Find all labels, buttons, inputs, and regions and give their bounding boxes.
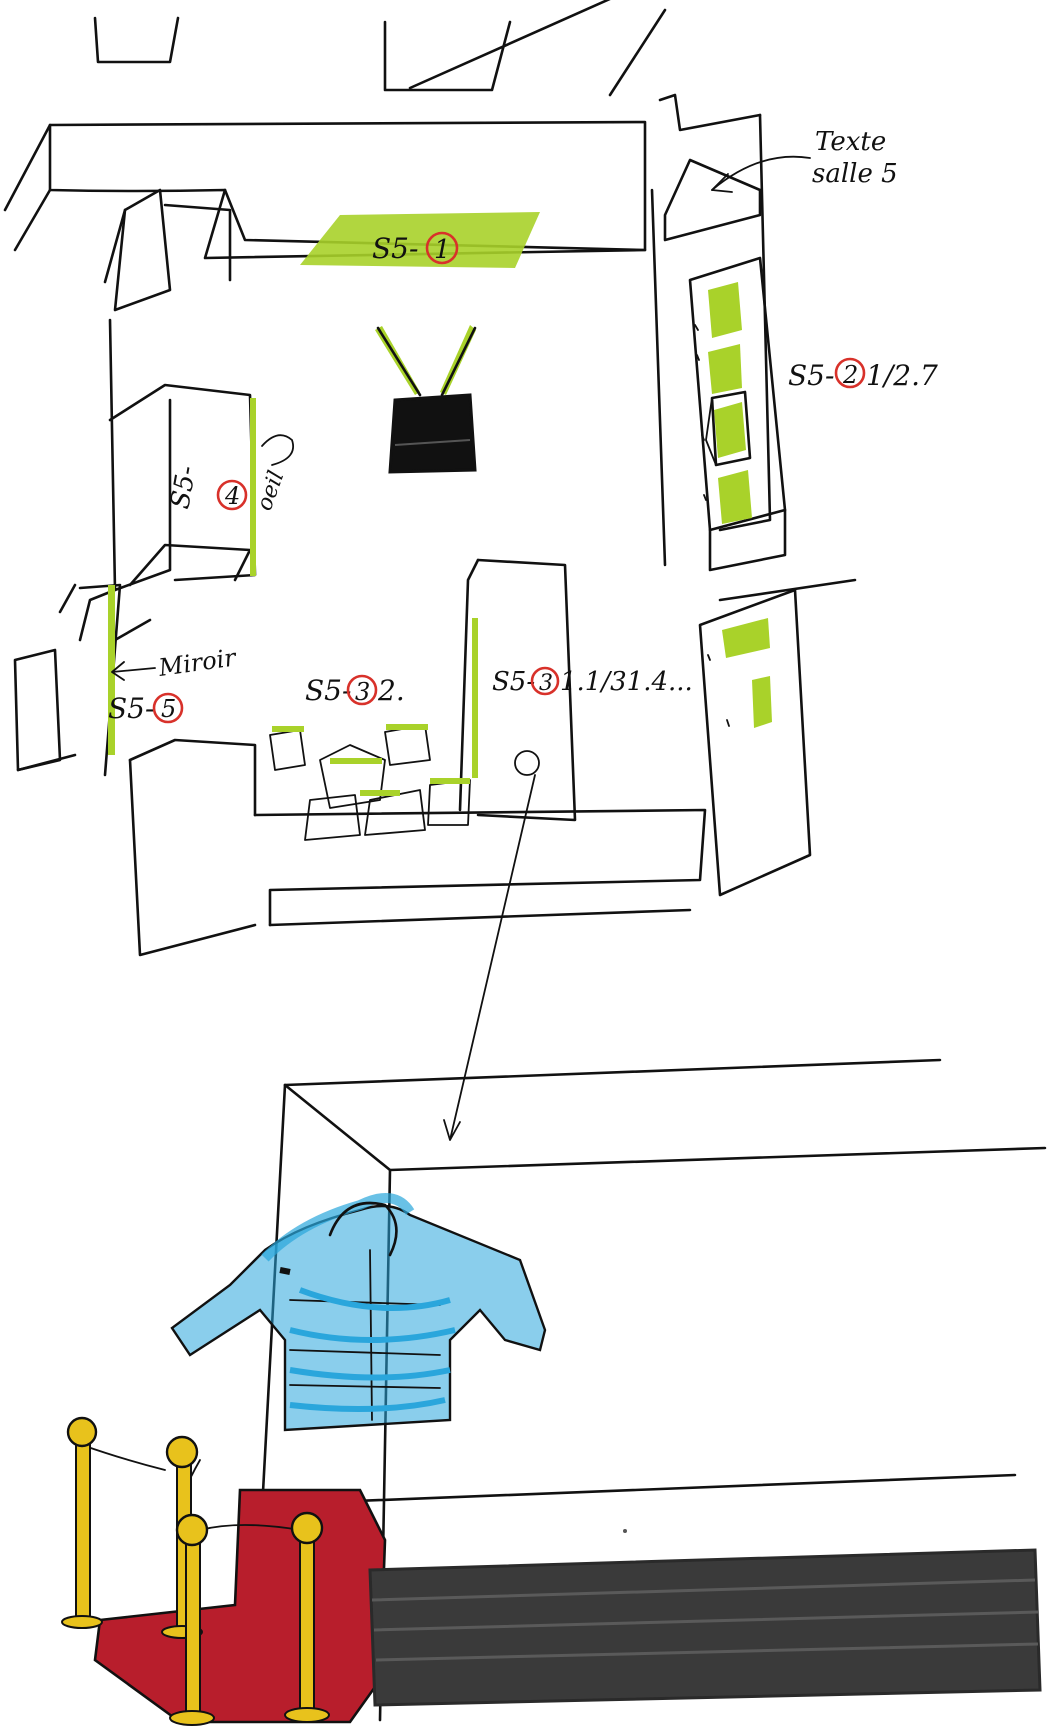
highlight-marks <box>108 212 772 796</box>
svg-text:S5-: S5- <box>305 674 351 707</box>
svg-text:3: 3 <box>355 678 370 706</box>
floor-base <box>368 1548 1042 1707</box>
svg-text:1: 1 <box>434 235 451 265</box>
panel-item-3 <box>714 402 746 458</box>
label-s5-31: S5- 3 1.1/31.4... <box>492 666 693 697</box>
svg-text:S5-: S5- <box>492 667 535 697</box>
svg-text:salle 5: salle 5 <box>812 159 898 189</box>
mirror-edge-highlight <box>108 585 115 755</box>
ceiling-highlight <box>300 212 540 268</box>
label-oeil: oeil <box>252 468 289 514</box>
panel-item-6 <box>752 676 772 728</box>
svg-text:Texte: Texte <box>815 127 886 157</box>
svg-text:5: 5 <box>161 695 176 723</box>
svg-text:S5-: S5- <box>165 464 202 512</box>
panel-item-5 <box>722 618 770 658</box>
panel-item-4 <box>718 470 752 524</box>
label-s5-4: S5- 4 <box>165 464 248 512</box>
label-s5-32: S5- 3 2. <box>305 674 405 707</box>
wall-edge-highlight <box>250 398 256 576</box>
label-s5-5: S5- 5 <box>108 692 184 725</box>
rope-stanchion-icon <box>61 1416 330 1726</box>
arrow-icon <box>111 155 811 1141</box>
svg-text:S5-: S5- <box>788 359 834 392</box>
label-miroir: Miroir <box>156 643 239 682</box>
svg-text:2: 2 <box>842 361 858 389</box>
svg-text:1.1/31.4...: 1.1/31.4... <box>560 667 693 697</box>
svg-text:S5-: S5- <box>372 232 418 265</box>
label-texte-salle: Texte salle 5 <box>812 127 898 189</box>
panel-item-1 <box>708 282 742 338</box>
tv-monitor-icon <box>376 326 477 474</box>
vitrine-edge-highlight <box>472 618 478 778</box>
svg-text:3: 3 <box>539 671 553 696</box>
svg-text:oeil: oeil <box>252 468 289 514</box>
svg-text:1/2.7: 1/2.7 <box>866 359 938 392</box>
wall-vitrine <box>694 324 752 727</box>
label-s5-1: S5- 1 <box>372 231 459 265</box>
label-s5-2: S5- 2 1/2.7 <box>788 357 938 392</box>
room-outline <box>3 0 857 957</box>
svg-text:S5-: S5- <box>108 692 154 725</box>
svg-text:Miroir: Miroir <box>156 643 239 682</box>
svg-text:2.: 2. <box>377 674 405 707</box>
svg-text:4: 4 <box>224 482 240 510</box>
jacket-icon <box>170 1193 547 1432</box>
panel-item-2 <box>708 344 742 394</box>
